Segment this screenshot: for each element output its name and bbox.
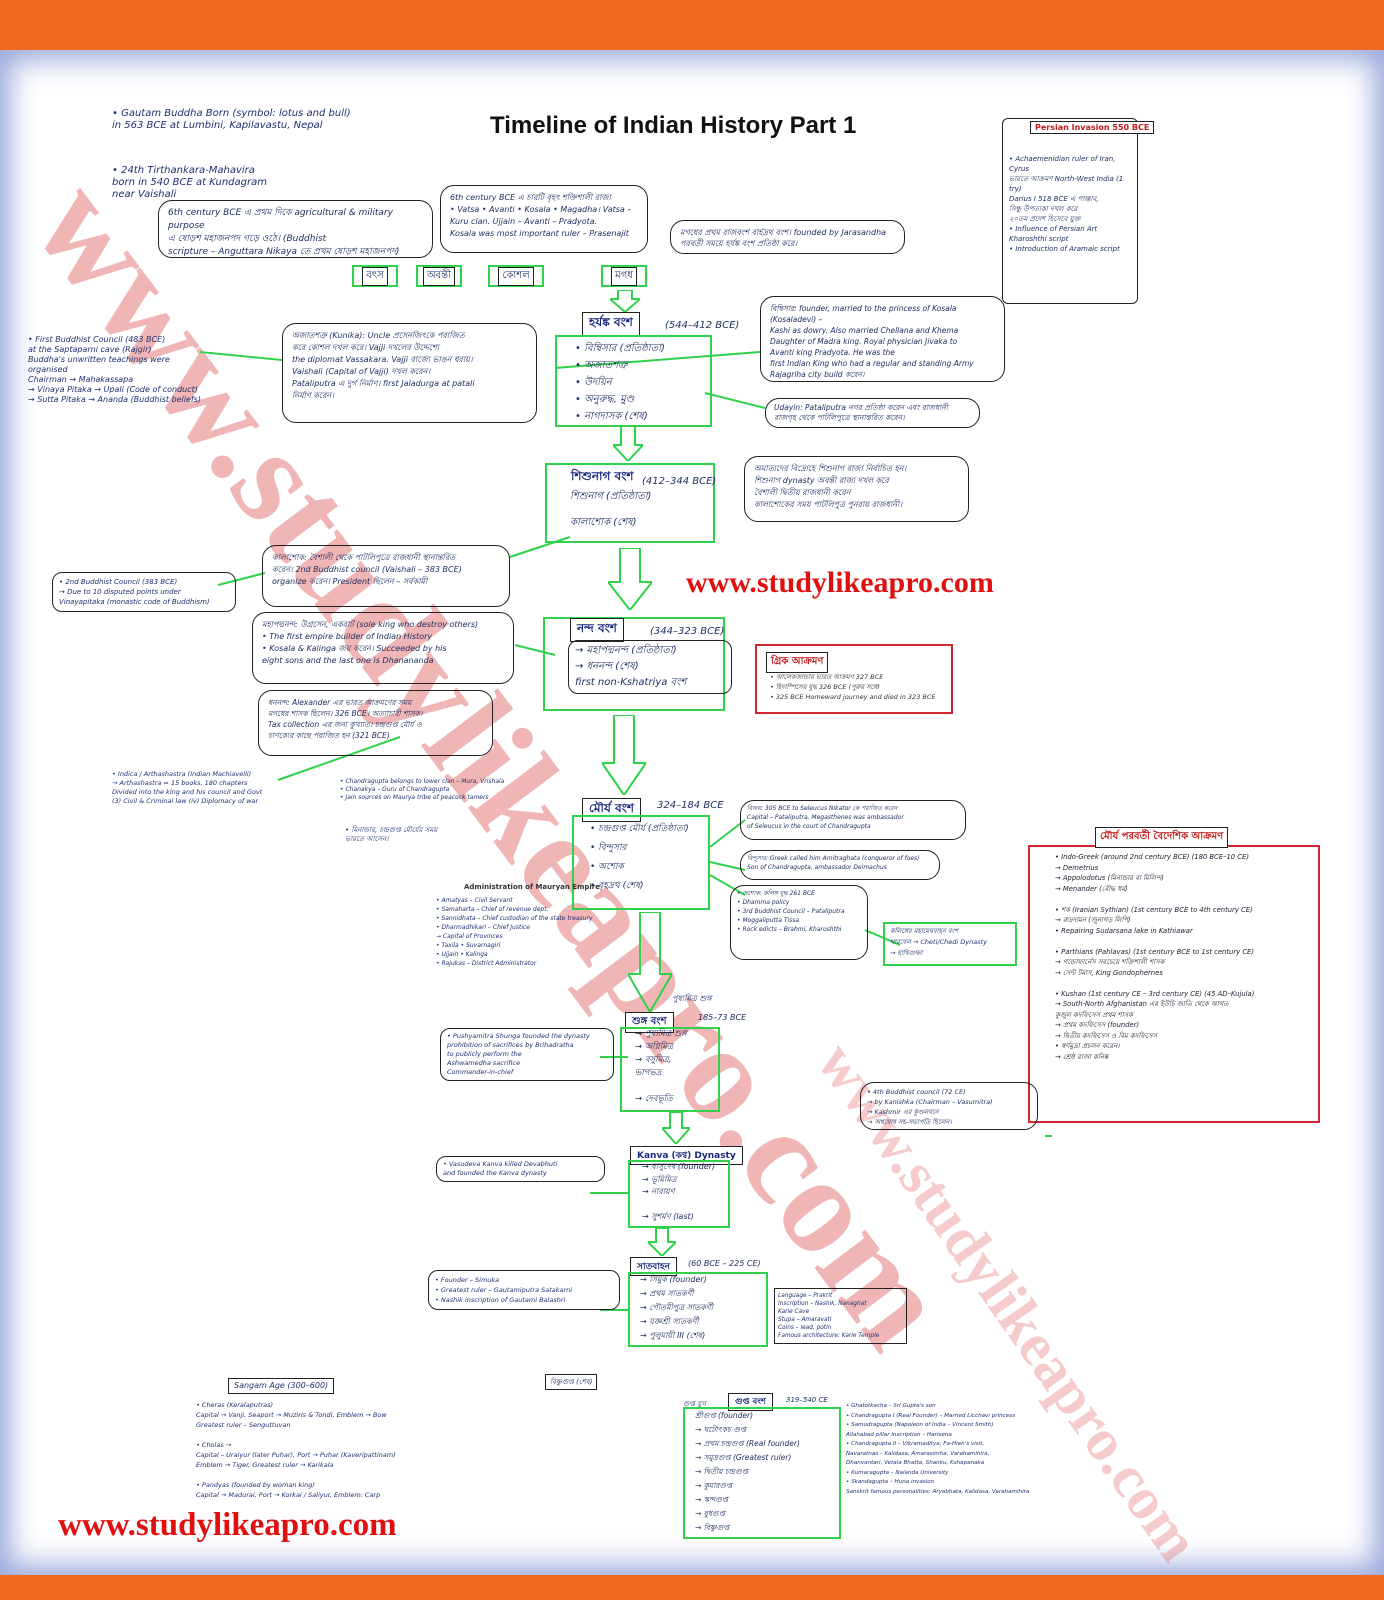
jarasandha-bubble: মগধের প্রথম রাজবংশ বার্হদ্রথ বংশ। founde…	[670, 220, 905, 254]
ashoka-bubble: • অশোক: কলিঙ্গ যুদ্ধ 261 BCE • Dhamma po…	[730, 885, 868, 960]
mahavira-note: • 24th Tirthankara-Mahavira born in 540 …	[112, 165, 267, 200]
alexander-body: • আলেকজান্ডার ভারত আক্রমণ 327 BCE • হিদা…	[770, 673, 936, 701]
nanda-rulers: → মহাপদ্মনন্দ (প্রতিষ্ঠাতা) → ধননন্দ (শে…	[568, 640, 732, 694]
persian-invasion-box: • Achaemenidian ruler of Iran, Cyrus ভার…	[1002, 118, 1138, 304]
gupta-header: গুপ্ত বংশ	[728, 1393, 773, 1411]
persian-title: Persian Invasion 550 BCE	[1030, 121, 1155, 134]
shishunaga-header: শিশুনাগ বংশ	[571, 469, 634, 483]
gupta-box	[683, 1407, 841, 1539]
maurya-under-note: • মিনান্ডার, চন্দ্রগুপ্ত মৌর্যের সময় ভা…	[345, 826, 438, 843]
tab-label: বৎস	[362, 266, 388, 286]
down-arrow	[610, 290, 640, 312]
maurya-left-note: • Chandragupta belongs to lower clan – M…	[340, 778, 505, 801]
top-orange-bar	[0, 0, 1384, 50]
satavahana-rulers: → সিমুক (founder) → প্রথম সাতকর্ণী → গৌত…	[640, 1275, 713, 1340]
bindusara-bubble: বিন্দুসার: Greek called him Amitraghata …	[740, 850, 940, 880]
first-council-note: • First Buddhist Council (483 BCE) at th…	[28, 335, 202, 404]
kanva-left-note: • Vasudeva Kanva killed Devabhuti and fo…	[436, 1156, 605, 1182]
tab-label: কোশল	[498, 266, 534, 286]
shunga-dates: 185–73 BCE	[698, 1013, 747, 1022]
down-arrow	[613, 425, 643, 461]
maurya-rulers: • চন্দ্রগুপ্ত মৌর্য (প্রতিষ্ঠাতা) • বিন্…	[590, 824, 689, 891]
alexander-box	[755, 644, 953, 714]
bimbisara-bubble: বিম্বিসার: founder, married to the princ…	[760, 296, 1005, 382]
chedi-box	[883, 922, 1017, 966]
admin-terms-note: • Indica / Arthashastra (Indian Machiave…	[112, 770, 263, 805]
tab-magadha: মগধ	[601, 265, 647, 287]
shishunaga-rulers: শিশুনাগ (প্রতিষ্ঠাতা) কালাশোক (শেষ)	[570, 491, 652, 528]
second-council-note: • 2nd Buddhist Council (383 BCE) → Due t…	[52, 572, 236, 612]
shishunaga-box	[545, 463, 715, 543]
down-arrow	[662, 1112, 690, 1144]
shunga-top-note: পুষ্যমিত্র শুঙ্গ	[672, 994, 712, 1003]
buddha-note: • Gautam Buddha Born (symbol: lotus and …	[112, 108, 351, 131]
gupta-prefix: গুপ্ত যুগ	[683, 1400, 706, 1408]
down-arrow	[602, 715, 646, 795]
satavahana-right-note: Language – Prakrit Inscription – Nashik,…	[774, 1288, 907, 1344]
dhanananda-bubble: ধননন্দ: Alexander এর ভারত আক্রমণের সময় …	[258, 690, 493, 756]
nanda-box	[543, 617, 725, 711]
website-url-bottom: www.studylikeapro.com	[58, 1507, 397, 1543]
tab-label: মগধ	[611, 266, 637, 286]
maurya-dates: 324–184 BCE	[657, 800, 724, 811]
gupta-right-note: • Ghatotkacha – Sri Gupta's son • Chandr…	[846, 1403, 1030, 1495]
satavahana-header: সাতবাহন	[630, 1257, 678, 1276]
kalashoka-bubble: কালাশোক: বৈশালী থেকে পাটলিপুত্রে রাজধানী…	[262, 545, 510, 607]
chedi-note: কলিঙ্গের মহামেঘবাহন বংশ খারবেল → Cheti/C…	[890, 927, 987, 957]
fourth-council-bubble: • 4th Buddhist council (72 CE) → by Kani…	[860, 1082, 1038, 1130]
four-states-bubble: 6th century BCE এ চারটি বৃহৎ শক্তিশালী র…	[440, 185, 648, 253]
tab-vatsa: বৎস	[352, 265, 398, 287]
foreign-invasion-title: মৌর্য পরবর্তী বৈদেশিক আক্রমণ	[1095, 827, 1229, 848]
shishunaga-right-bubble: অমাত্যদের বিদ্রোহে শিশুনাগ রাজা নির্বাচি…	[744, 456, 969, 522]
mahajanapada-bubble: 6th century BCE এ প্রথম দিকে agricultura…	[158, 200, 433, 258]
nanda-dates: (344–323 BCE)	[650, 626, 725, 637]
down-arrow	[648, 1228, 676, 1256]
shunga-rulers: → পুষ্যমিত্র শুঙ্গ → অগ্নিমিত্র → বসুমিত…	[635, 1029, 687, 1104]
shunga-box	[620, 1027, 720, 1112]
admin-title: Administration of Mauryan Empire	[464, 883, 600, 891]
sangam-title: Sangam Age (300–600)	[228, 1378, 335, 1394]
page-title: Timeline of Indian History Part 1	[490, 112, 857, 139]
sangam-list: • Cheras (Keralaputras) Capital → Vanji,…	[196, 1401, 396, 1499]
persian-body: • Achaemenidian ruler of Iran, Cyrus ভার…	[1009, 155, 1124, 253]
down-arrow	[628, 912, 672, 1012]
satavahana-dates: (60 BCE – 225 CE)	[688, 1259, 761, 1268]
tab-label: অবন্তী	[423, 266, 455, 286]
tab-avanti: অবন্তী	[416, 265, 462, 287]
kanva-rulers: → বাসুদেব (founder) → ভূমিমিত্র → নারায়…	[642, 1162, 716, 1221]
haryanka-dates: (544–412 BCE)	[665, 320, 740, 331]
maurya-header: মৌর্য বংশ	[582, 798, 641, 822]
alexander-title: গ্রিক আক্রমণ	[766, 652, 829, 673]
ajatashatru-bubble: অজাতশত্রু (Kunika): Uncle প্রসেনজিৎকে পর…	[282, 323, 537, 423]
shunga-left-note: • Pushyamitra Shunga founded the dynasty…	[440, 1028, 614, 1081]
website-url-mid: www.studylikeapro.com	[686, 566, 994, 599]
satavahana-box	[628, 1272, 768, 1347]
udayin-bubble: Udayin: Pataliputra নগর প্রতিষ্ঠা করেন এ…	[765, 398, 980, 428]
mahapadma-bubble: মহাপদ্মনন্দ: উগ্রসেন, একরাট (sole king w…	[252, 612, 514, 684]
gupta-dates: 319–540 CE	[786, 1396, 828, 1404]
haryanka-rulers: • বিম্বিসার (প্রতিষ্ঠাতা) • অজাতশত্রু • …	[575, 343, 665, 422]
down-arrow	[608, 548, 652, 610]
kanva-box	[628, 1160, 730, 1228]
foreign-invasion-body: • Indo-Greek (around 2nd century BCE) (1…	[1055, 853, 1255, 1061]
satavahana-left-note: • Founder – Simuka • Greatest ruler – Ga…	[428, 1270, 620, 1310]
vishnugupta-label: বিষ্ণুগুপ্ত (শেষ)	[545, 1374, 598, 1390]
maurya-box	[572, 815, 710, 910]
admin-list: • Amatyas – Civil Servant • Samaharta – …	[436, 897, 593, 967]
seleucus-bubble: বিজয়: 305 BCE to Seleucus Nikator কে পর…	[740, 800, 966, 840]
haryanka-header: হর্যঙ্ক বংশ	[582, 312, 640, 336]
bottom-orange-bar	[0, 1575, 1384, 1600]
shishunaga-dates: (412–344 BCE)	[642, 476, 717, 487]
haryanka-box	[555, 335, 712, 427]
nanda-header: নন্দ বংশ	[570, 618, 624, 642]
tab-kosala: কোশল	[488, 265, 544, 287]
gupta-rulers: শ্রীগুপ্ত (founder) → ঘটোৎকচ গুপ্ত → প্র…	[695, 1411, 800, 1532]
